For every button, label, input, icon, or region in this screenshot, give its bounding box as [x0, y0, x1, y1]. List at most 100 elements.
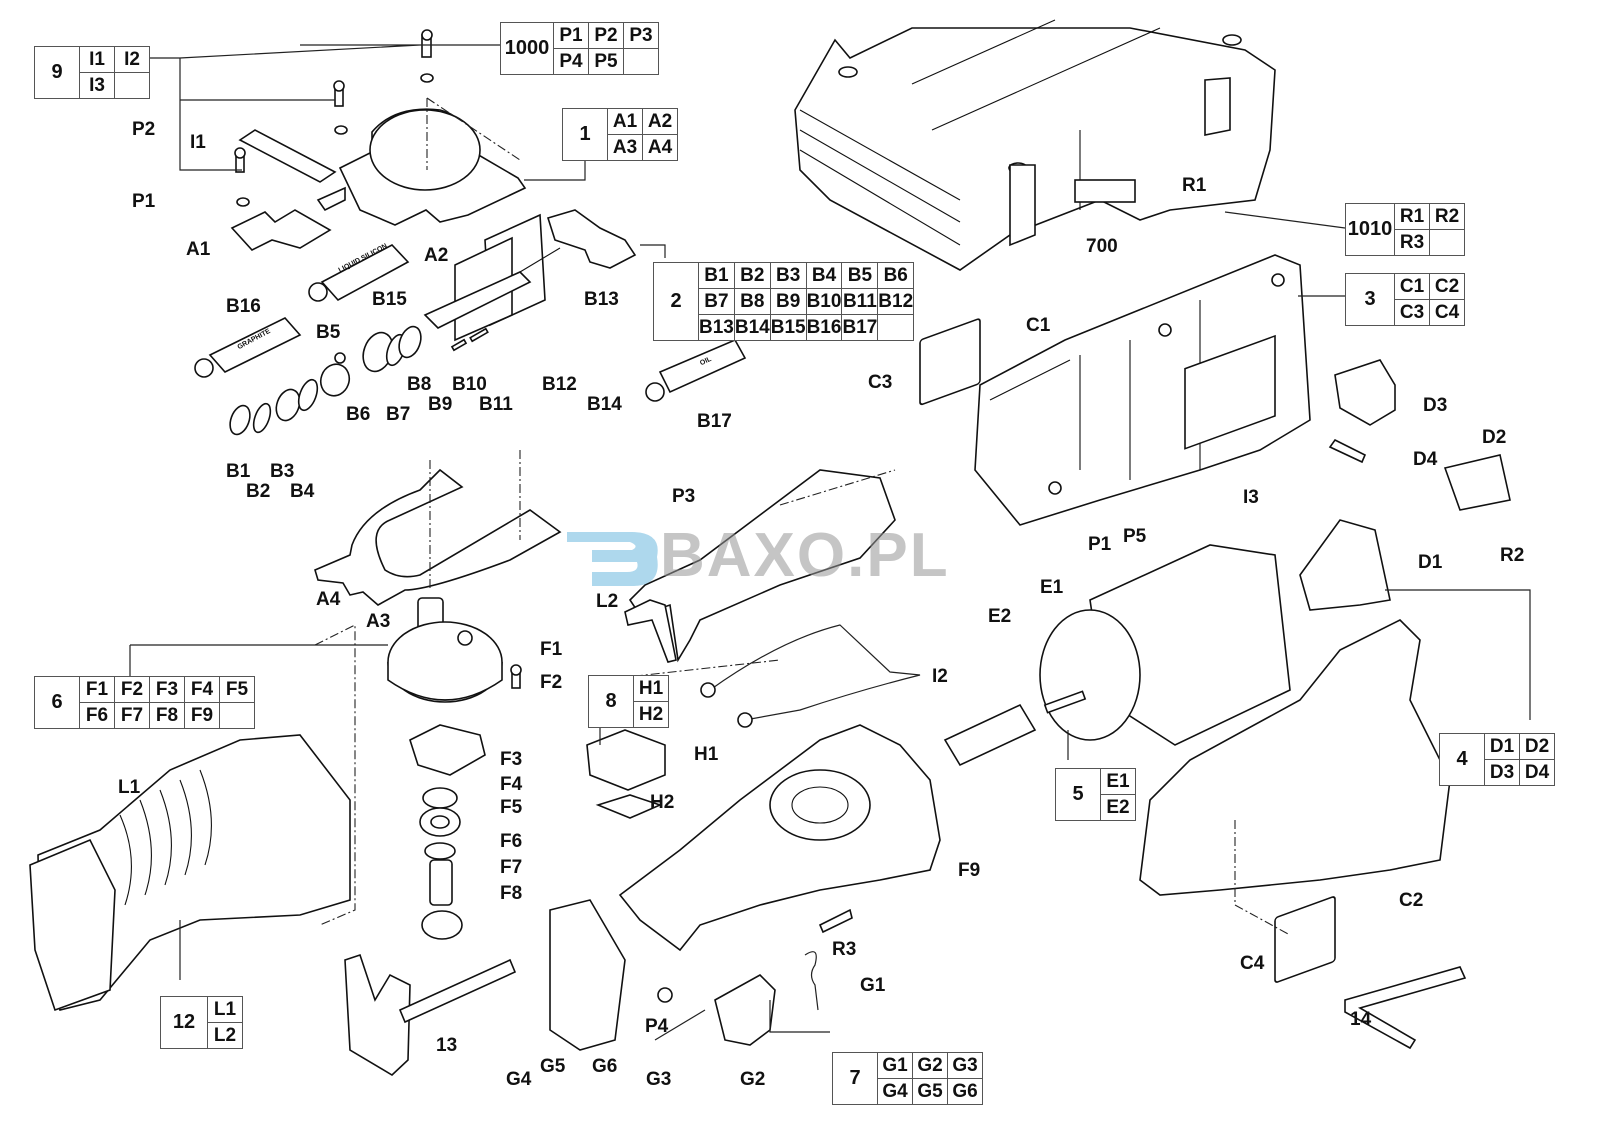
part-label: G4 — [506, 1069, 532, 1090]
plunger-assembly — [423, 209, 637, 352]
kit-cell: B8 — [733, 288, 771, 315]
kit-cell: D3 — [1484, 759, 1520, 786]
part-label: B6 — [346, 404, 371, 425]
part-label: D3 — [1423, 395, 1448, 416]
gear-assembly-f — [387, 597, 522, 940]
part-label: B9 — [428, 394, 453, 415]
kit-cell: B2 — [733, 262, 771, 289]
kit-cell: F1 — [79, 676, 115, 703]
kit-cell: I2 — [114, 46, 150, 73]
part-label: I3 — [1243, 487, 1259, 508]
kit-cell: B5 — [841, 262, 879, 289]
decal-c3 — [919, 318, 981, 406]
part-label: F5 — [500, 797, 523, 818]
kit-cell: H2 — [633, 701, 669, 728]
kit-cell: B17 — [841, 314, 879, 341]
kit-8-table: 8 H1 H2 — [588, 675, 669, 728]
decal-c4 — [1274, 896, 1336, 983]
part-label: B17 — [697, 411, 732, 432]
part-label: 700 — [1086, 236, 1118, 257]
kit-number: 7 — [832, 1052, 878, 1105]
kit-cell: C2 — [1429, 273, 1465, 300]
part-label: H1 — [694, 744, 719, 765]
cover-l2 — [624, 469, 896, 663]
kit-cell: D1 — [1484, 733, 1520, 760]
part-label: B3 — [270, 461, 295, 482]
kit-cell: F5 — [219, 676, 255, 703]
part-label: I2 — [932, 666, 948, 687]
kit-cell: L2 — [207, 1022, 243, 1049]
kit-number: 12 — [160, 996, 208, 1049]
kit-cell: R2 — [1429, 203, 1465, 230]
part-label: F1 — [540, 639, 563, 660]
kit-cell: D4 — [1519, 759, 1555, 786]
kit-cell: C1 — [1394, 273, 1430, 300]
kit-cell: E2 — [1100, 794, 1136, 821]
kit-number: 1010 — [1345, 203, 1395, 256]
part-label: F3 — [500, 749, 523, 770]
part-label: P3 — [672, 486, 696, 507]
kit-cell: P4 — [553, 48, 589, 75]
kit-cell: P3 — [623, 22, 659, 49]
part-label: D4 — [1413, 449, 1438, 470]
rubber-boot-l1 — [29, 734, 351, 1012]
pinion-e2 — [943, 703, 1037, 767]
switch-parts-h — [586, 729, 666, 819]
part-label: B2 — [246, 481, 271, 502]
part-label: F7 — [500, 857, 523, 878]
tube-oil — [645, 338, 747, 402]
part-label: P4 — [645, 1016, 669, 1037]
kit-cell: R1 — [1394, 203, 1430, 230]
part-label: C3 — [868, 372, 893, 393]
kit-cell: F7 — [114, 702, 150, 729]
kit-cell: P5 — [588, 48, 624, 75]
part-label: C1 — [1026, 315, 1051, 336]
kit-cell — [1429, 229, 1465, 256]
kit-cell — [219, 702, 255, 729]
kit-cell: P1 — [553, 22, 589, 49]
part-label: D1 — [1418, 552, 1443, 573]
kit-cell — [877, 314, 915, 341]
part-label: L2 — [596, 591, 619, 612]
kit-5-table: 5 E1 E2 — [1055, 768, 1136, 821]
kit-cell: G3 — [947, 1052, 983, 1079]
housing-c1 — [974, 254, 1311, 526]
kit-cell: F6 — [79, 702, 115, 729]
part-label: B13 — [584, 289, 619, 310]
kit-cell: F4 — [184, 676, 220, 703]
baxo-logo-icon — [567, 532, 658, 586]
kit-cell: B11 — [841, 288, 879, 315]
kit-number: 4 — [1439, 733, 1485, 786]
housing-c2 — [1139, 334, 1451, 896]
rings-b-series — [229, 325, 422, 436]
kit-cell: B16 — [805, 314, 843, 341]
part-label: G6 — [592, 1056, 618, 1077]
kit-cell: B9 — [769, 288, 807, 315]
part-label: P1 — [132, 191, 156, 212]
part-label: B5 — [316, 322, 341, 343]
kit-cell: B15 — [769, 314, 807, 341]
kit-cell: L1 — [207, 996, 243, 1023]
kit-cell: A3 — [607, 134, 643, 161]
kit-cell: F3 — [149, 676, 185, 703]
part-label: C2 — [1399, 890, 1424, 911]
kit-cell: C3 — [1394, 299, 1430, 326]
kit-number: 9 — [34, 46, 80, 99]
dash-lines — [314, 450, 1291, 936]
part-label: P2 — [132, 119, 156, 140]
kit-cell: I3 — [79, 72, 115, 99]
part-label: G5 — [540, 1056, 566, 1077]
part-label: 13 — [436, 1035, 458, 1056]
part-label: G3 — [646, 1069, 672, 1090]
kit-cell: B3 — [769, 262, 807, 289]
kit-cell: H1 — [633, 675, 669, 702]
part-label: F6 — [500, 831, 523, 852]
kit-number: 3 — [1345, 273, 1395, 326]
kit-number: 1 — [562, 108, 608, 161]
part-label: H2 — [650, 792, 675, 813]
part-label: F9 — [958, 860, 981, 881]
